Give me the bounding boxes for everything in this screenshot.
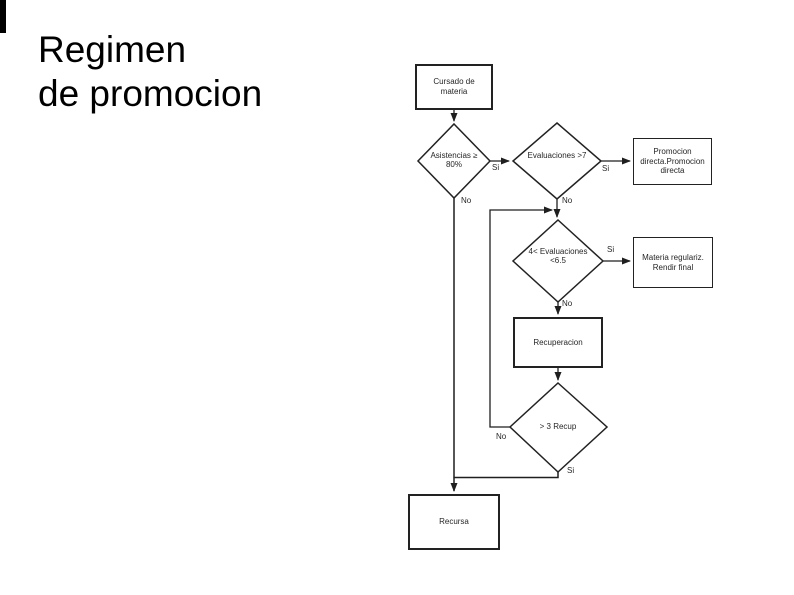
edge-label-asistencias-no: No [461, 196, 472, 205]
node-materia-regulariza: Materia regulariz. Rendir final [633, 237, 713, 288]
decision-evaluaciones-rango-label: 4< Evaluaciones <6.5 [528, 247, 588, 266]
page-title: Regimen de promocion [38, 28, 262, 115]
edge-recup-si-join [453, 472, 559, 479]
node-recursa: Recursa [408, 494, 500, 550]
decision-mas-3-recup [508, 381, 609, 474]
decision-mas-3-recup-label: > 3 Recup [539, 422, 577, 431]
page-title-line-1: Regimen [38, 29, 187, 70]
edge-label-rango-no: No [562, 299, 573, 308]
node-promocion-directa: Promocion directa.Promocion directa [633, 138, 712, 185]
edge-label-evaluaciones-no: No [562, 196, 573, 205]
edge-label-recup-si: Si [567, 466, 575, 475]
edge-label-recup-no: No [496, 432, 507, 441]
decision-evaluaciones-7 [511, 122, 603, 200]
node-recuperacion: Recuperacion [513, 317, 603, 368]
page-title-line-2: de promocion [38, 72, 263, 114]
node-cursado-de-materia: Cursado de materia [415, 64, 493, 110]
edge-recup-no-loopback [489, 206, 553, 428]
edge-label-rango-si: Si [607, 245, 615, 254]
decision-evaluaciones-7-label: Evaluaciones >7 [527, 151, 587, 160]
decision-asistencias [416, 122, 492, 200]
edge-label-evaluaciones-si: Si [602, 164, 610, 173]
decision-evaluaciones-rango [511, 218, 605, 304]
decision-asistencias-label: Asistencias ≥ 80% [430, 151, 478, 170]
edge-label-asistencias-si: Si [492, 163, 500, 172]
corner-mark [0, 0, 6, 33]
